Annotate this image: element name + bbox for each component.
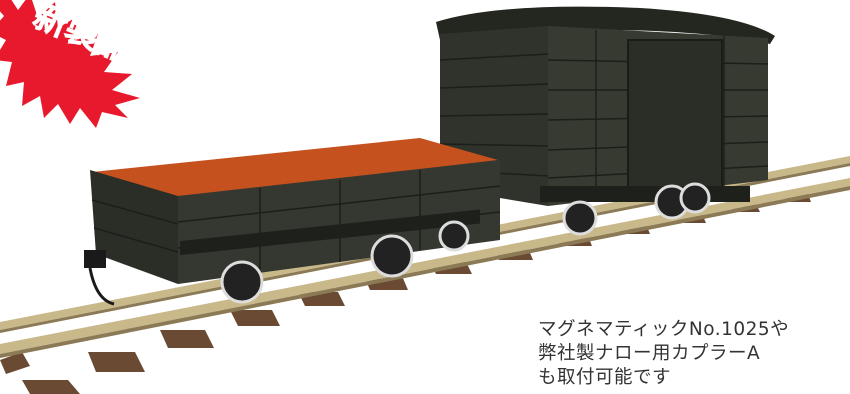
caption-line-3: も取付可能です: [538, 367, 672, 388]
box-wagon-door: [627, 39, 723, 189]
rail-near-shadow: [0, 186, 850, 358]
coupler: [84, 250, 115, 306]
open-wagon-end: [90, 170, 178, 284]
caption-line-1: マグネマティックNo.1025や: [538, 319, 790, 340]
new-product-badge: 新製品: [0, 0, 140, 128]
box-wagon: [436, 6, 775, 236]
rail-near: [0, 178, 850, 354]
open-wagon-wheels: [220, 220, 470, 304]
open-wagon: [84, 138, 501, 306]
box-wagon-underframe: [540, 186, 750, 202]
open-wagon-interior: [92, 138, 498, 198]
open-wagon-underframe: [180, 209, 480, 256]
product-caption: マグネマティックNo.1025や 弊社製ナロー用カプラーA も取付可能です: [538, 318, 838, 390]
caption-line-2: 弊社製ナロー用カプラーA: [538, 343, 761, 364]
box-wagon-roof: [436, 6, 775, 45]
starburst-shape: [0, 0, 140, 128]
box-wagon-wheels: [562, 182, 711, 236]
